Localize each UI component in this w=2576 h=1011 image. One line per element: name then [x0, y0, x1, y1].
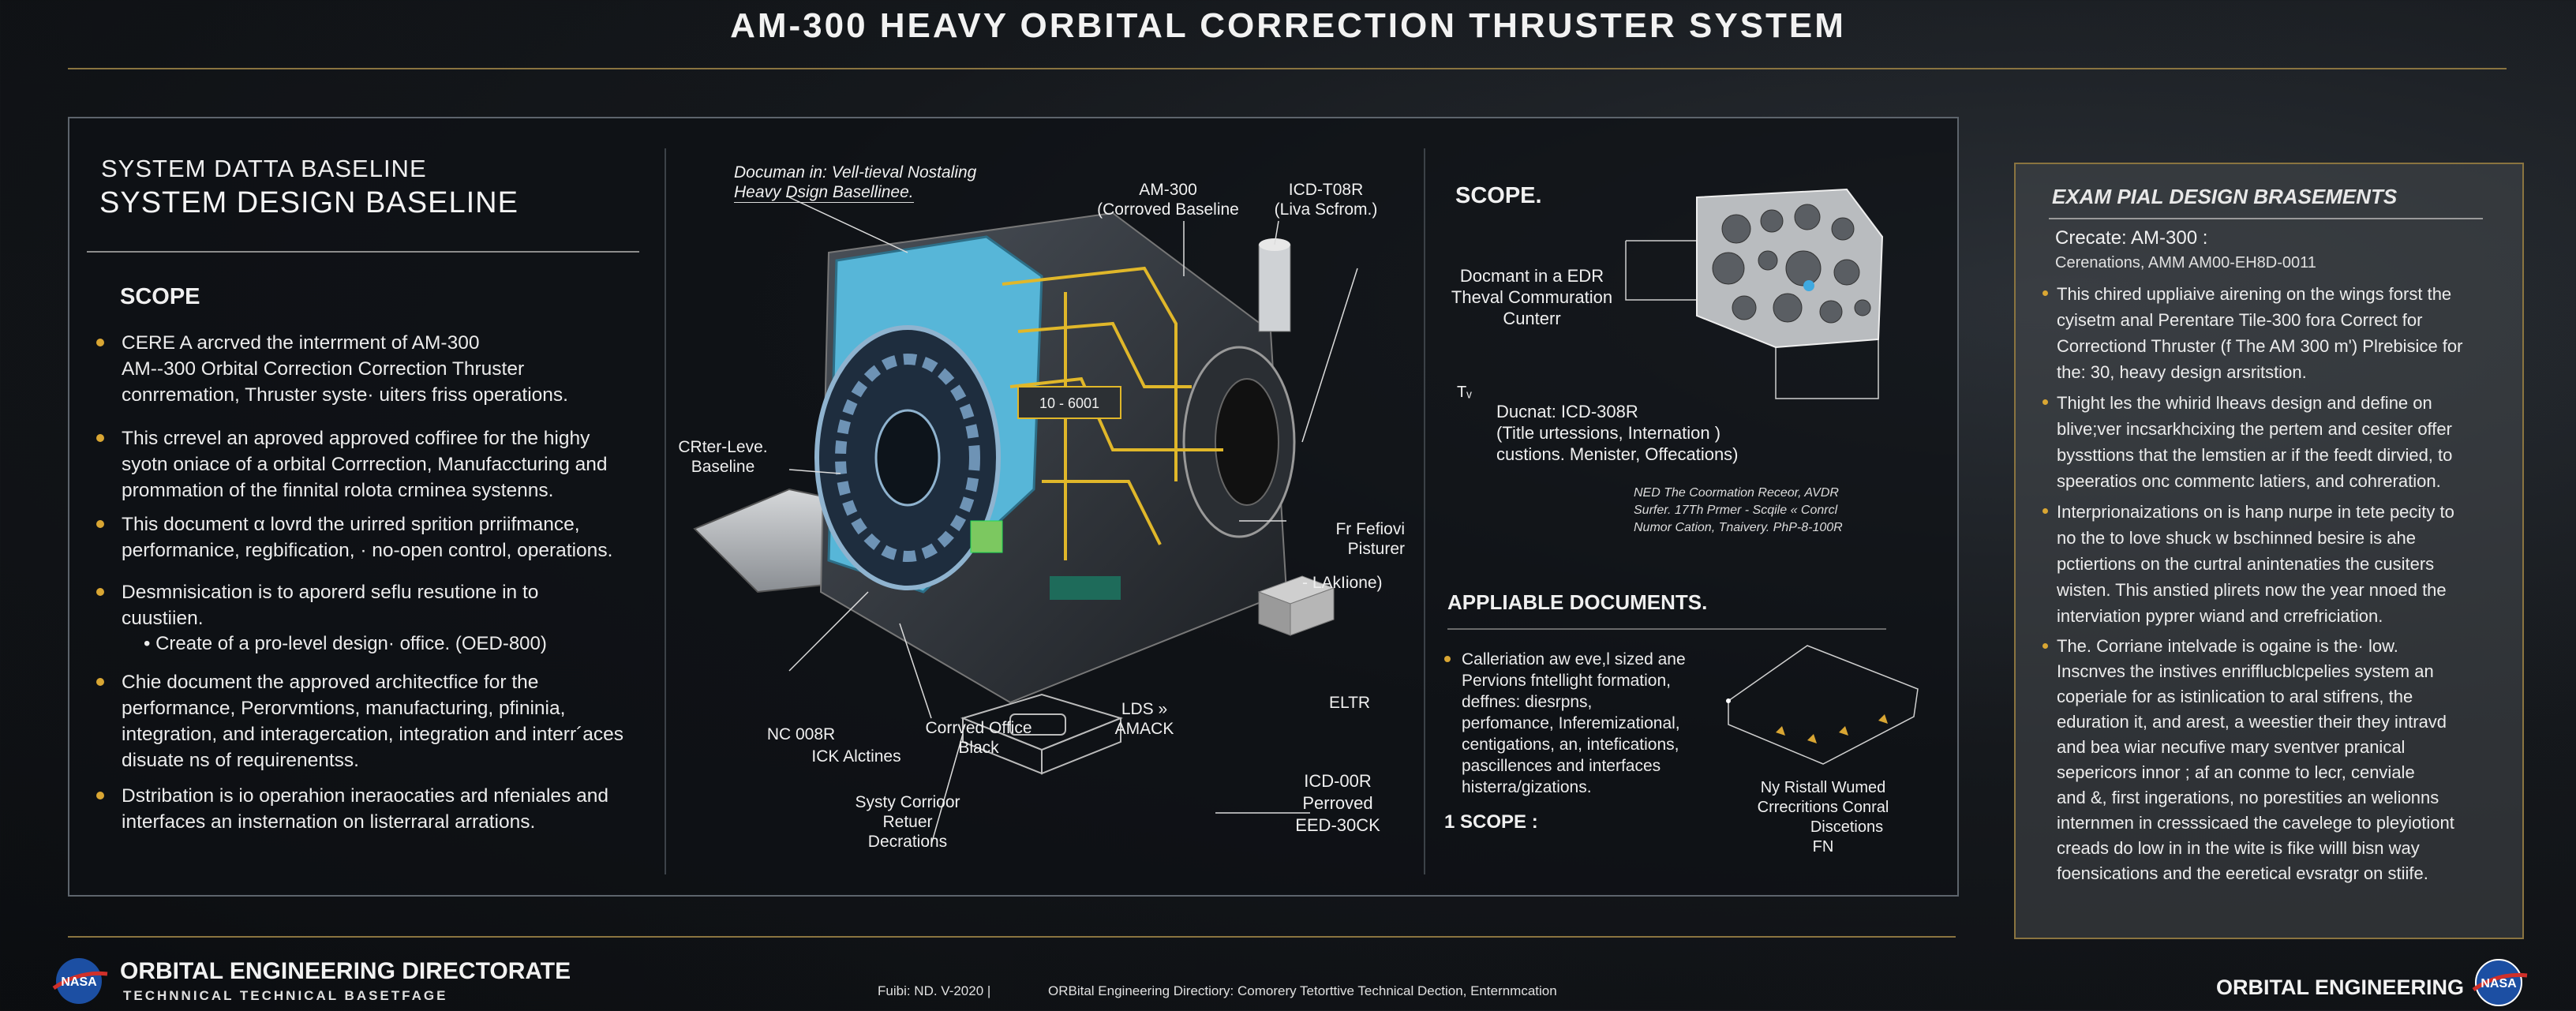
heading-design-baseline: SYSTEM DESIGN BASELINE	[99, 186, 519, 219]
panel-outline-diagram	[1726, 645, 1919, 765]
label-icd-t08r: ICD-T08R(Liva Scfrom.)	[1274, 181, 1378, 219]
top-cylinder	[1258, 244, 1291, 332]
create-line: Crecate: AM-300 :	[2055, 227, 2208, 249]
nasa-meatball-icon: NASA	[52, 958, 108, 1004]
eltr-box	[1257, 575, 1335, 636]
footer-reference: Fuibi: ND. V-2020 |	[878, 983, 991, 998]
ducnat-block: Ducnat: ICD-308R(Title urtessions, Inter…	[1496, 402, 1739, 464]
sub-bullet: • Create of a pro-level design· office. …	[144, 633, 547, 654]
diagram-caption: Documan in: Vell-tieval Nostaling Heavy …	[734, 163, 977, 203]
engine-tag-box	[1017, 386, 1121, 419]
heading-data-baseline: SYSTEM DATTA BASELINE	[101, 155, 427, 182]
scope-1-label: 1 SCOPE :	[1444, 811, 1538, 833]
footer-org-title: ORBITAL ENGINEERING DIRECTORATE	[120, 958, 571, 984]
page-title: AM-300 HEAVY ORBITAL CORRECTION THRUSTER…	[730, 6, 1846, 45]
applicable-divider	[1447, 628, 1886, 630]
leader-lines	[788, 197, 1358, 845]
right-title-divider	[2049, 218, 2483, 219]
right-bullet: Interprionaizations on is hanp nurpe in …	[2042, 499, 2508, 629]
right-panel-title: EXAM PIAL DESIGN BRASEMENTS	[2052, 185, 2398, 208]
footer-divider	[68, 936, 1956, 938]
engine-tag: 10 - 6001	[1039, 395, 1099, 411]
label-am300: AM-300(Corroved Baseline	[1097, 181, 1239, 219]
right-panel-list: This chired uppliaive airening on the wi…	[2042, 281, 2508, 891]
scope-bullet: Dstribation is io operahion ineraocaties…	[96, 783, 649, 835]
scope-bullet: This crrevel an aproved approved coffire…	[96, 425, 649, 504]
label-nc: NC 008R	[766, 725, 836, 743]
label-lds: LDS »AMACK	[1114, 700, 1174, 738]
middle-scope-heading: SCOPE.	[1455, 183, 1542, 208]
right-bullet: This chired uppliaive airening on the wi…	[2042, 281, 2508, 385]
title-divider	[68, 68, 2507, 69]
t-mark: Tᵥ	[1457, 384, 1472, 401]
ring-core	[874, 409, 941, 507]
column-divider	[1424, 148, 1425, 874]
label-crter-level: CRter-Leve.Baseline	[678, 438, 768, 476]
fuel-lines	[1002, 266, 1223, 560]
footer-right-title: ORBITAL ENGINEERING	[2216, 975, 2465, 999]
green-module	[970, 520, 1003, 553]
footer-description: ORBital Engineering Directiory: Comorery…	[1048, 983, 1557, 998]
svg-text:NASA: NASA	[2481, 977, 2517, 990]
scope-bullet: CERE A arcrved the interrment of AM-300 …	[96, 330, 649, 408]
cerenations-line: Cerenations, AMM AM00-EH8D-0011	[2055, 254, 2316, 271]
nasa-logo-left: NASA	[47, 957, 110, 1005]
thruster-illustration: 10 - 6001	[693, 197, 1358, 845]
label-lak: - LAkIione)	[1302, 574, 1383, 592]
label-ick: ICK Alctines	[811, 747, 901, 766]
footer-org-subtitle: TECHNNICAL TECHNICAL BASETFAGE	[123, 988, 448, 1003]
ring-segments	[835, 354, 980, 562]
label-eltr: ELTR	[1328, 694, 1371, 712]
scope-heading: SCOPE	[120, 284, 200, 309]
svg-text:NASA: NASA	[61, 975, 97, 989]
heading-divider	[87, 251, 639, 253]
scope-bullet: This document α lovrd the urirred spriti…	[96, 511, 649, 564]
scope-list: CERE A arcrved the interrment of AM-300 …	[96, 330, 649, 835]
column-divider	[665, 148, 666, 874]
right-bullet: The. Corriane intelvade is ogaine is the…	[2042, 634, 2508, 886]
nasa-logo-right: NASA	[2467, 958, 2530, 1007]
scope-bullet: Chie document the approved architectfice…	[96, 669, 649, 773]
circuit-board	[1050, 576, 1121, 600]
scope-bullet: Desmnisication is to aporerd seflu resut…	[96, 579, 649, 631]
applicable-documents-heading: APPLIABLE DOCUMENTS.	[1447, 590, 1708, 614]
nasa-meatball-icon: NASA	[2472, 959, 2528, 1006]
tile-module-diagram	[1625, 188, 1884, 399]
right-bullet: Thight les the whirid lheavs design and …	[2042, 390, 2508, 494]
design-basements-panel	[2014, 163, 2524, 939]
